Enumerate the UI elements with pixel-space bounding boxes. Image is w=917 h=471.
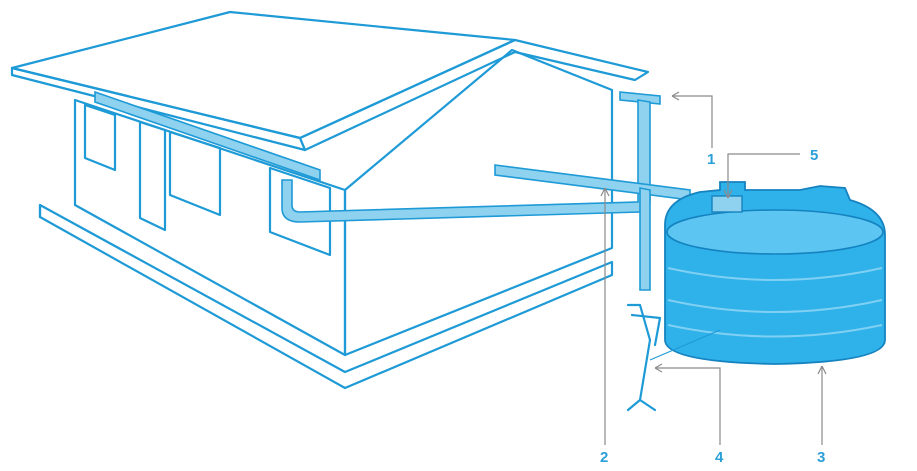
callout-3-label: 3 [817, 449, 825, 466]
callout-5-label: 5 [810, 147, 818, 164]
water-storage-tank [665, 182, 885, 364]
callout-1-label: 1 [707, 151, 715, 168]
conveyance-pipe [495, 165, 690, 290]
callout-2-label: 2 [600, 449, 608, 466]
house-gable-wall [345, 50, 612, 355]
corrugated-roof [12, 12, 648, 150]
roof-gutter [95, 92, 660, 222]
callout-4-label: 4 [715, 449, 724, 466]
